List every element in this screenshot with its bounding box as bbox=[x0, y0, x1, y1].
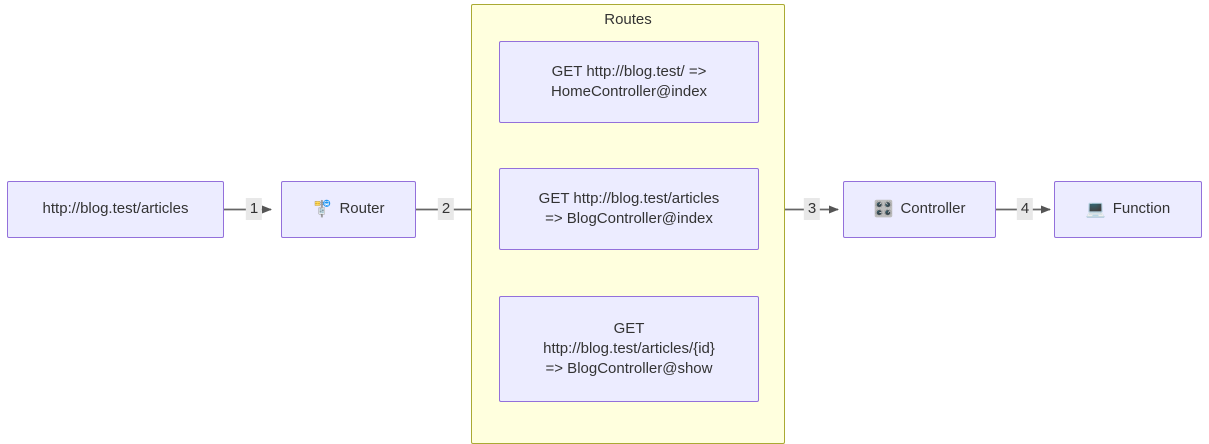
node-route-article-show-label: GET http://blog.test/articles/{id} => Bl… bbox=[543, 319, 715, 378]
control-knobs-icon: 🎛️ bbox=[873, 200, 894, 218]
edge-label-2: 2 bbox=[437, 198, 455, 220]
node-route-article-show[interactable]: GET http://blog.test/articles/{id} => Bl… bbox=[499, 296, 759, 402]
node-route-home[interactable]: GET http://blog.test/ => HomeController@… bbox=[499, 41, 759, 123]
node-function-label: Function bbox=[1112, 200, 1171, 218]
laptop-icon: 💻 bbox=[1085, 200, 1106, 218]
node-request-label: http://blog.test/articles bbox=[42, 200, 189, 218]
node-function[interactable]: 💻 Function bbox=[1054, 181, 1202, 238]
node-router[interactable]: 🚏 Router bbox=[281, 181, 416, 238]
edge-label-1: 1 bbox=[245, 198, 263, 220]
node-controller-label: Controller bbox=[900, 200, 966, 218]
node-request[interactable]: http://blog.test/articles bbox=[7, 181, 224, 238]
node-route-home-label: GET http://blog.test/ => HomeController@… bbox=[550, 62, 708, 100]
subgraph-routes-title: Routes bbox=[604, 11, 652, 28]
node-router-label: Router bbox=[339, 200, 385, 218]
node-route-articles-label: GET http://blog.test/articles => BlogCon… bbox=[538, 189, 720, 227]
node-controller[interactable]: 🎛️ Controller bbox=[843, 181, 996, 238]
edge-label-4: 4 bbox=[1016, 198, 1034, 220]
bus-stop-icon: 🚏 bbox=[312, 200, 333, 218]
node-route-articles[interactable]: GET http://blog.test/articles => BlogCon… bbox=[499, 168, 759, 250]
edge-label-3: 3 bbox=[803, 198, 821, 220]
